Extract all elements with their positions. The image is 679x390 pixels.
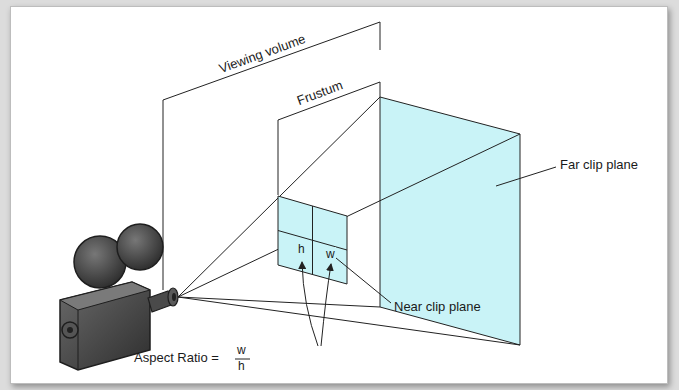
bracket-label: Frustum bbox=[295, 78, 345, 108]
near-clip-plane bbox=[278, 196, 347, 284]
part-label: Far clip plane bbox=[560, 158, 638, 172]
height-arrow bbox=[302, 262, 318, 346]
dimension-label: h bbox=[297, 242, 306, 256]
frustum-bracket bbox=[278, 82, 380, 195]
formula-label: Aspect Ratio = bbox=[134, 351, 219, 365]
far-clip-plane bbox=[380, 97, 520, 345]
part-label: Near clip plane bbox=[394, 300, 481, 314]
viewing-volume-bracket bbox=[163, 22, 380, 290]
near-plane-grid bbox=[278, 206, 347, 275]
view-lines bbox=[178, 97, 520, 345]
near-plane-leader bbox=[336, 258, 391, 303]
dimension-label: w bbox=[325, 247, 336, 261]
bracket-label: Viewing volume bbox=[217, 32, 307, 76]
camera-icon bbox=[60, 224, 178, 370]
fraction-denominator: h bbox=[238, 359, 245, 373]
width-arrow bbox=[321, 264, 331, 346]
far-plane-leader bbox=[496, 167, 556, 186]
fraction-numerator: w bbox=[237, 343, 246, 357]
